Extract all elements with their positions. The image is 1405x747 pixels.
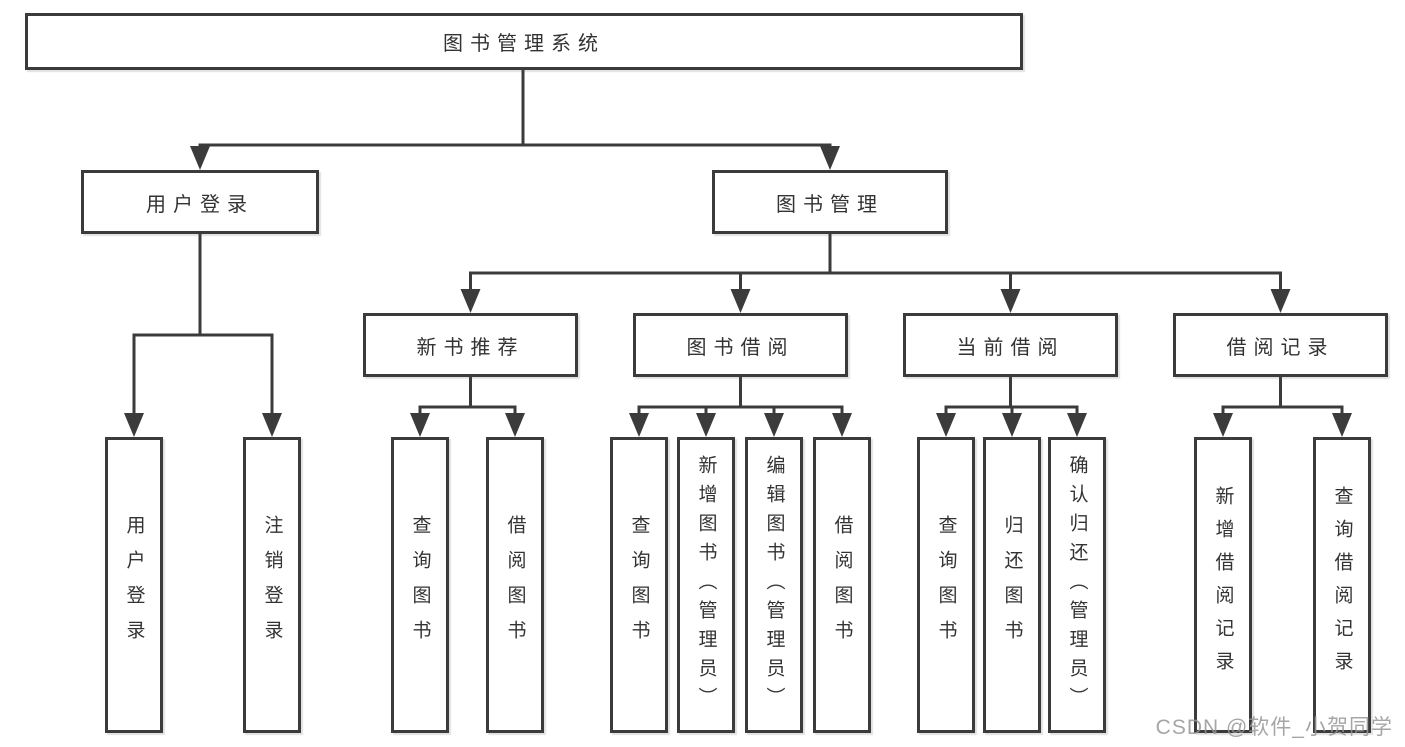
- csdn-watermark: CSDN @软件_小贺同学: [1155, 716, 1393, 739]
- node-library-management-system: 图书管理系统: [25, 13, 1023, 70]
- node-label: 编辑图书（管理员）: [763, 454, 785, 716]
- node-book-management: 图书管理: [712, 170, 948, 234]
- arrowhead: [1332, 413, 1352, 437]
- leaf-edit-books-admin: 编辑图书（管理员）: [745, 437, 803, 733]
- leaf-return-books: 归还图书: [983, 437, 1041, 733]
- node-label: 归还图书: [1001, 515, 1023, 655]
- node-borrow-records: 借阅记录: [1173, 313, 1388, 377]
- node-label: 借阅图书: [504, 515, 526, 655]
- arrowhead: [410, 413, 430, 437]
- node-label: 用户登录: [123, 515, 145, 655]
- leaf-add-borrow-record: 新增借阅记录: [1194, 437, 1252, 733]
- arrowhead: [262, 413, 282, 437]
- arrowhead: [730, 289, 751, 313]
- arrowhead: [505, 413, 525, 437]
- node-label: 查询借阅记录: [1331, 486, 1353, 684]
- arrowhead: [764, 413, 784, 437]
- node-label: 借阅图书: [831, 515, 853, 655]
- leaf-logout: 注销登录: [243, 437, 301, 733]
- node-label: 当前借阅: [956, 336, 1065, 359]
- node-current-borrowing: 当前借阅: [903, 313, 1118, 377]
- node-label: 查询图书: [935, 515, 957, 655]
- node-new-book-recommendation: 新书推荐: [363, 313, 578, 377]
- arrowhead: [190, 146, 210, 170]
- node-label: 用户登录: [146, 193, 254, 216]
- leaf-user-login: 用户登录: [105, 437, 163, 733]
- node-label: 新书推荐: [416, 336, 525, 359]
- leaf-query-books: 查询图书: [917, 437, 975, 733]
- node-label: 确认归还（管理员）: [1066, 454, 1088, 716]
- arrowhead: [820, 146, 840, 170]
- arrowhead: [1000, 289, 1021, 313]
- arrowhead: [696, 413, 716, 437]
- leaf-query-books: 查询图书: [391, 437, 449, 733]
- node-label: 借阅记录: [1226, 336, 1335, 359]
- node-label: 查询图书: [628, 515, 650, 655]
- leaf-confirm-return-admin: 确认归还（管理员）: [1048, 437, 1106, 733]
- node-user-login: 用户登录: [81, 170, 319, 234]
- node-label: 新增图书（管理员）: [695, 454, 717, 716]
- node-label: 注销登录: [261, 515, 283, 655]
- leaf-borrow-books: 借阅图书: [813, 437, 871, 733]
- arrowhead: [832, 413, 852, 437]
- node-label: 图书管理系统: [443, 33, 605, 55]
- arrowhead: [936, 413, 956, 437]
- node-label: 图书管理: [776, 193, 884, 216]
- arrowhead: [1213, 413, 1233, 437]
- node-label: 图书借阅: [686, 336, 795, 359]
- node-book-borrowing: 图书借阅: [633, 313, 848, 377]
- arrowhead: [1002, 413, 1022, 437]
- leaf-borrow-books: 借阅图书: [486, 437, 544, 733]
- arrowhead: [1270, 289, 1291, 313]
- leaf-query-books: 查询图书: [610, 437, 668, 733]
- arrowhead: [629, 413, 649, 437]
- leaf-add-books-admin: 新增图书（管理员）: [677, 437, 735, 733]
- arrowhead: [1067, 413, 1087, 437]
- arrowhead: [124, 413, 144, 437]
- node-label: 新增借阅记录: [1212, 486, 1234, 684]
- node-label: 查询图书: [409, 515, 431, 655]
- arrowhead: [460, 289, 481, 313]
- leaf-query-borrow-record: 查询借阅记录: [1313, 437, 1371, 733]
